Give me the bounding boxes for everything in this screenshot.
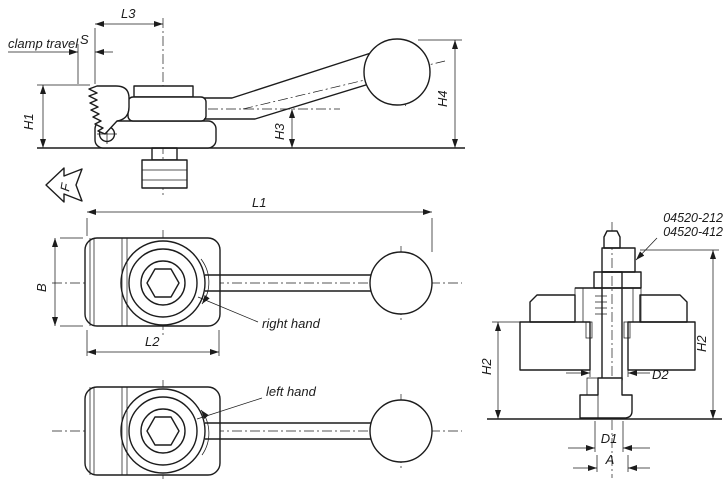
h3-label: H3 <box>272 123 287 140</box>
l3-label: L3 <box>121 6 136 21</box>
upper-plate-right <box>639 294 688 323</box>
hub-outer-circle-lh <box>120 388 206 474</box>
h4-label: H4 <box>435 90 450 107</box>
l2-label: L2 <box>145 334 160 349</box>
force-direction-arrow <box>45 167 83 203</box>
a-label: A <box>605 452 615 467</box>
stud-top <box>603 230 621 249</box>
washer <box>593 271 642 289</box>
left-hand-leader <box>196 397 263 420</box>
lever-hub <box>127 96 207 122</box>
clamp-travel-label: clamp travel <box>8 36 79 51</box>
hub-mid-circle <box>128 248 198 318</box>
part-number-2: 04520-412 <box>663 225 723 239</box>
ball-knob-side <box>363 38 431 106</box>
hub-outer-circle <box>120 240 206 326</box>
knob-stem <box>151 147 178 161</box>
s-label: S <box>80 32 89 47</box>
d1-label: D1 <box>601 431 618 446</box>
h1-label: H1 <box>21 113 36 130</box>
ball-knob-top-lh <box>369 399 433 463</box>
socket-circle-lh <box>140 408 186 454</box>
d2-label: D2 <box>652 367 669 382</box>
rotation-arc-left <box>200 409 210 456</box>
ball-knob-top <box>369 251 433 315</box>
right-hand-leader <box>197 296 259 323</box>
bushing-flange-left-wall <box>574 287 584 323</box>
lower-plate-left <box>519 321 591 371</box>
hex-socket-lh <box>146 416 180 446</box>
socket-circle <box>140 260 186 306</box>
part-number-1: 04520-212 <box>663 211 723 225</box>
lever-centerline <box>242 60 446 110</box>
clamp-body-top-lh <box>84 386 221 476</box>
foot-neck-section <box>586 377 599 396</box>
hub-cap <box>133 85 194 98</box>
top-view-left-hand: left hand <box>52 380 462 479</box>
knurled-knob <box>141 159 188 189</box>
side-view: L3 clamp travel S H1 H3 H4 F <box>8 6 465 203</box>
foot-flange-section <box>579 394 599 419</box>
section-view: 04520-212 04520-412 H2 H2 D2 D1 A <box>479 211 723 478</box>
serrated-jaw <box>88 85 130 135</box>
lever-bottom-edge <box>204 79 383 120</box>
l1-label: L1 <box>252 195 266 210</box>
bushing-sleeve-left <box>585 321 593 339</box>
hub-mid-circle-lh <box>128 396 198 466</box>
bushing-sleeve-right <box>623 321 631 339</box>
right-hand-label: right hand <box>262 316 321 331</box>
left-hand-label: left hand <box>266 384 317 399</box>
lower-plate-right <box>627 321 696 371</box>
foot-flange <box>579 377 633 419</box>
hex-nut <box>601 247 636 273</box>
part-number-leader <box>635 237 658 261</box>
h2-left-label: H2 <box>479 358 494 375</box>
f-label: F <box>57 181 73 192</box>
clamp-body-top <box>84 237 221 327</box>
b-label: B <box>34 283 49 292</box>
top-view-right-hand: L1 B L2 right hand <box>34 195 462 356</box>
h2-right-label: H2 <box>694 335 709 352</box>
lever-top-edge <box>204 51 375 99</box>
hex-socket <box>146 268 180 298</box>
upper-plate-left <box>529 294 576 323</box>
